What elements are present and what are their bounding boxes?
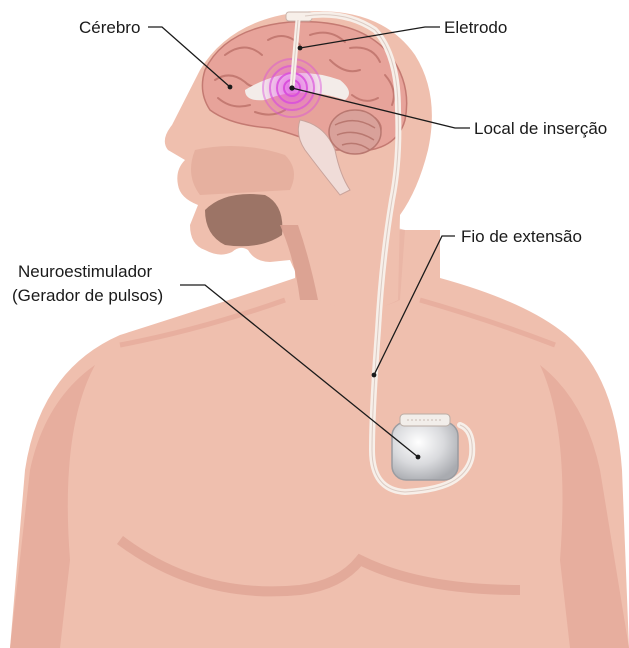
neurostimulator-device bbox=[392, 414, 458, 480]
label-neurostimulator: Neuroestimulador bbox=[18, 262, 153, 281]
label-pulse-generator: (Gerador de pulsos) bbox=[12, 286, 163, 305]
cerebellum bbox=[329, 110, 381, 154]
label-insertion-site: Local de inserção bbox=[474, 119, 607, 138]
label-brain: Cérebro bbox=[79, 18, 140, 37]
label-extension-wire: Fio de extensão bbox=[461, 227, 582, 246]
label-electrode: Eletrodo bbox=[444, 18, 507, 37]
mouth-cavity bbox=[205, 194, 282, 246]
nasal-cavity bbox=[191, 146, 294, 195]
